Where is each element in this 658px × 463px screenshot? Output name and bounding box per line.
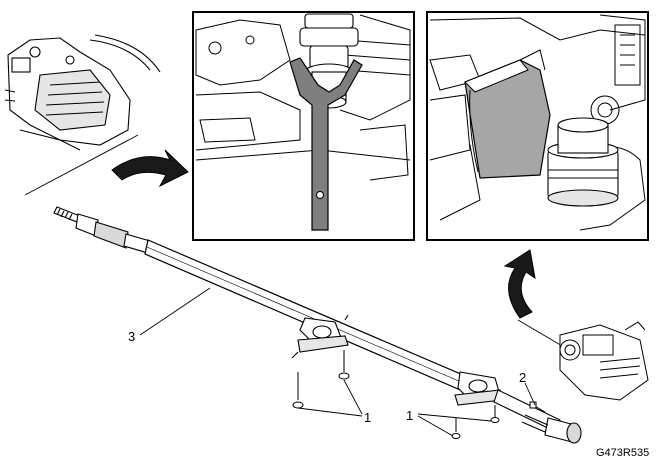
arrow-to-detail-1 — [111, 149, 189, 188]
callout-clamp-label: 2 — [519, 370, 526, 385]
transmission-output-illustration — [4, 34, 161, 151]
detail-panel-tool — [192, 11, 415, 241]
differential-illustration — [559, 321, 649, 401]
holding-wrench-tool — [289, 57, 363, 231]
leader-line-upper — [24, 134, 139, 196]
callout-leaders — [139, 287, 536, 437]
propeller-shaft — [53, 206, 582, 444]
wrench-hole — [316, 191, 324, 199]
figure-id-label: G473R535 — [596, 447, 649, 459]
callout-bolts-right-label: 1 — [406, 408, 413, 423]
arrow-to-detail-2 — [503, 249, 536, 319]
detail-panel-differential — [426, 11, 649, 241]
callout-bolts-left-label: 1 — [364, 410, 371, 425]
callout-shaft-label: 3 — [128, 329, 135, 344]
